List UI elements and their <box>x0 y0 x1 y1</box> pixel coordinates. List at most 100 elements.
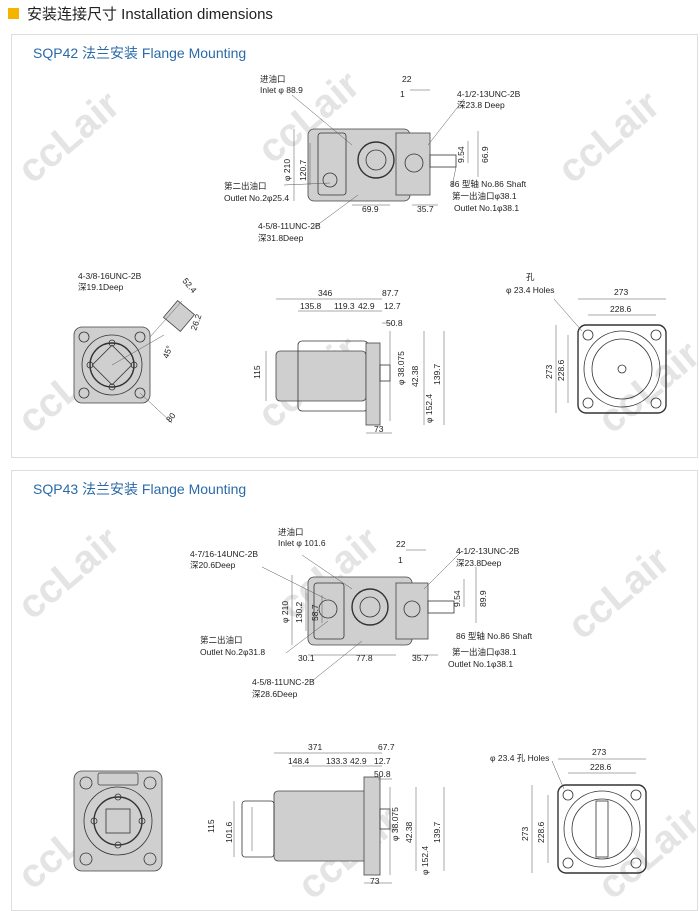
dim-1193: 119.3 <box>334 301 355 311</box>
sqp42-drawing: ccLair ccLair ccLair ccLair ccLair ccLai… <box>12 62 697 441</box>
inlet-label: 进油口 <box>278 527 304 537</box>
outlet2-label: Outlet No.2φ31.8 <box>200 647 265 657</box>
outlet2-cn: 第二出油口 <box>200 635 243 645</box>
dim-273: 273 <box>614 287 628 297</box>
dim-778: 77.8 <box>356 653 373 663</box>
dim-954: 9.54 <box>456 146 466 163</box>
dim-346: 346 <box>318 288 332 298</box>
dim-587: 58.7 <box>310 604 320 621</box>
front-view <box>73 770 163 872</box>
holes-label: φ 23.4 Holes <box>506 285 555 295</box>
front-depth: 深19.1Deep <box>78 282 124 292</box>
watermark: ccLair <box>590 798 697 907</box>
thread-l-depth: 深20.6Deep <box>190 560 236 570</box>
dim-127: 12.7 <box>384 301 401 311</box>
dim-524: 52.4 <box>180 276 198 295</box>
dim-677: 67.7 <box>378 742 395 752</box>
dim-73: 73 <box>374 424 384 434</box>
holes-cn: 孔 <box>526 272 535 282</box>
outlet1-label: Outlet No.1φ38.1 <box>448 659 513 669</box>
outlet2-cn: 第二出油口 <box>224 181 267 191</box>
top-view <box>265 298 445 434</box>
dim-2286-v: 228.6 <box>536 821 546 843</box>
dim-4238: 42.38 <box>410 365 420 387</box>
holes-label: φ 23.4 孔 Holes <box>490 753 549 763</box>
dim-899: 89.9 <box>478 590 488 607</box>
dim-115: 115 <box>252 365 262 379</box>
dim-699: 69.9 <box>362 204 379 214</box>
front-view <box>73 299 196 424</box>
watermark: ccLair <box>550 82 669 191</box>
bolt-label: 4-5/8-11UNC-2B <box>252 677 315 687</box>
dim-2286: 228.6 <box>610 304 632 314</box>
dim-1397: 139.7 <box>432 363 442 385</box>
dim-2286-v: 228.6 <box>556 359 566 381</box>
side-view <box>283 89 479 230</box>
dim-210: φ 210 <box>280 601 290 623</box>
dim-38075: φ 38.075 <box>396 351 406 385</box>
thread-r-depth: 深23.8Deep <box>456 558 502 568</box>
dim-1: 1 <box>400 89 405 99</box>
dim-273-v: 273 <box>544 365 554 379</box>
end-view <box>531 758 647 874</box>
dim-127: 12.7 <box>374 756 391 766</box>
bolt-label: 4-5/8-11UNC-2B <box>258 221 321 231</box>
dim-1524: φ 152.4 <box>420 846 430 875</box>
dim-273-v: 273 <box>520 827 530 841</box>
shaft-label: 86 型轴 No.86 Shaft <box>456 631 533 641</box>
thread-r-label: 4-1/2-13UNC-2B <box>456 546 520 556</box>
dim-1016: 101.6 <box>224 821 234 843</box>
dim-1207: 120.7 <box>298 159 308 181</box>
dim-115: 115 <box>206 819 216 833</box>
dim-371: 371 <box>308 742 322 752</box>
dim-1302: 130.2 <box>294 601 304 623</box>
watermark: ccLair <box>12 82 128 191</box>
dim-508: 50.8 <box>374 769 391 779</box>
dim-508: 50.8 <box>386 318 403 328</box>
dim-669: 66.9 <box>480 146 490 163</box>
dim-1333: 133.3 <box>326 756 348 766</box>
section-header: 安装连接尺寸 Installation dimensions <box>8 3 273 23</box>
header-square-icon <box>8 7 19 19</box>
top-view <box>233 752 445 884</box>
dim-357: 35.7 <box>417 204 434 214</box>
inlet-label: 进油口 <box>260 74 286 84</box>
thread-l-label: 4-7/16-14UNC-2B <box>190 549 258 559</box>
dim-22: 22 <box>402 74 412 84</box>
dim-22: 22 <box>396 539 406 549</box>
dim-429: 42.9 <box>358 301 375 311</box>
dim-1: 1 <box>398 555 403 565</box>
watermark: ccLair <box>590 332 697 441</box>
outlet2-label: Outlet No.2φ25.4 <box>224 193 289 203</box>
panel-sqp42: SQP42 法兰安装 Flange Mounting ccLair ccLair… <box>11 34 698 458</box>
watermark: ccLair <box>12 518 128 627</box>
side-view <box>261 549 477 682</box>
bolt-depth: 深31.8Deep <box>258 233 304 243</box>
front-thread: 4-3/8-16UNC-2B <box>78 271 142 281</box>
outlet1-cn: 第一出油口φ38.1 <box>452 191 517 201</box>
inlet-dia-label: Inlet φ 101.6 <box>278 538 326 548</box>
dim-210: φ 210 <box>282 159 292 181</box>
watermark: ccLair <box>560 538 679 647</box>
dim-357: 35.7 <box>412 653 429 663</box>
deg45: 45° <box>160 344 174 360</box>
bolt-depth: 深28.6Deep <box>252 689 298 699</box>
end-view <box>553 298 667 414</box>
dim-73: 73 <box>370 876 380 886</box>
shaft-label: 86 型轴 No.86 Shaft <box>450 179 527 189</box>
dim-1358: 135.8 <box>300 301 322 311</box>
header-title: 安装连接尺寸 Installation dimensions <box>27 5 273 23</box>
dim-2286: 228.6 <box>590 762 612 772</box>
dim-429: 42.9 <box>350 756 367 766</box>
dim-877: 87.7 <box>382 288 399 298</box>
thread-r-depth: 深23.8 Deep <box>457 100 505 110</box>
dim-80: 80 <box>164 410 178 424</box>
dim-273: 273 <box>592 747 606 757</box>
dim-301: 30.1 <box>298 653 315 663</box>
panel-title: SQP42 法兰安装 Flange Mounting <box>33 45 247 61</box>
dim-1484: 148.4 <box>288 756 310 766</box>
thread-r-label: 4-1/2-13UNC-2B <box>457 89 521 99</box>
dim-1524: φ 152.4 <box>424 394 434 423</box>
dim-1397: 139.7 <box>432 821 442 843</box>
inlet-dia-label: Inlet φ 88.9 <box>260 85 303 95</box>
